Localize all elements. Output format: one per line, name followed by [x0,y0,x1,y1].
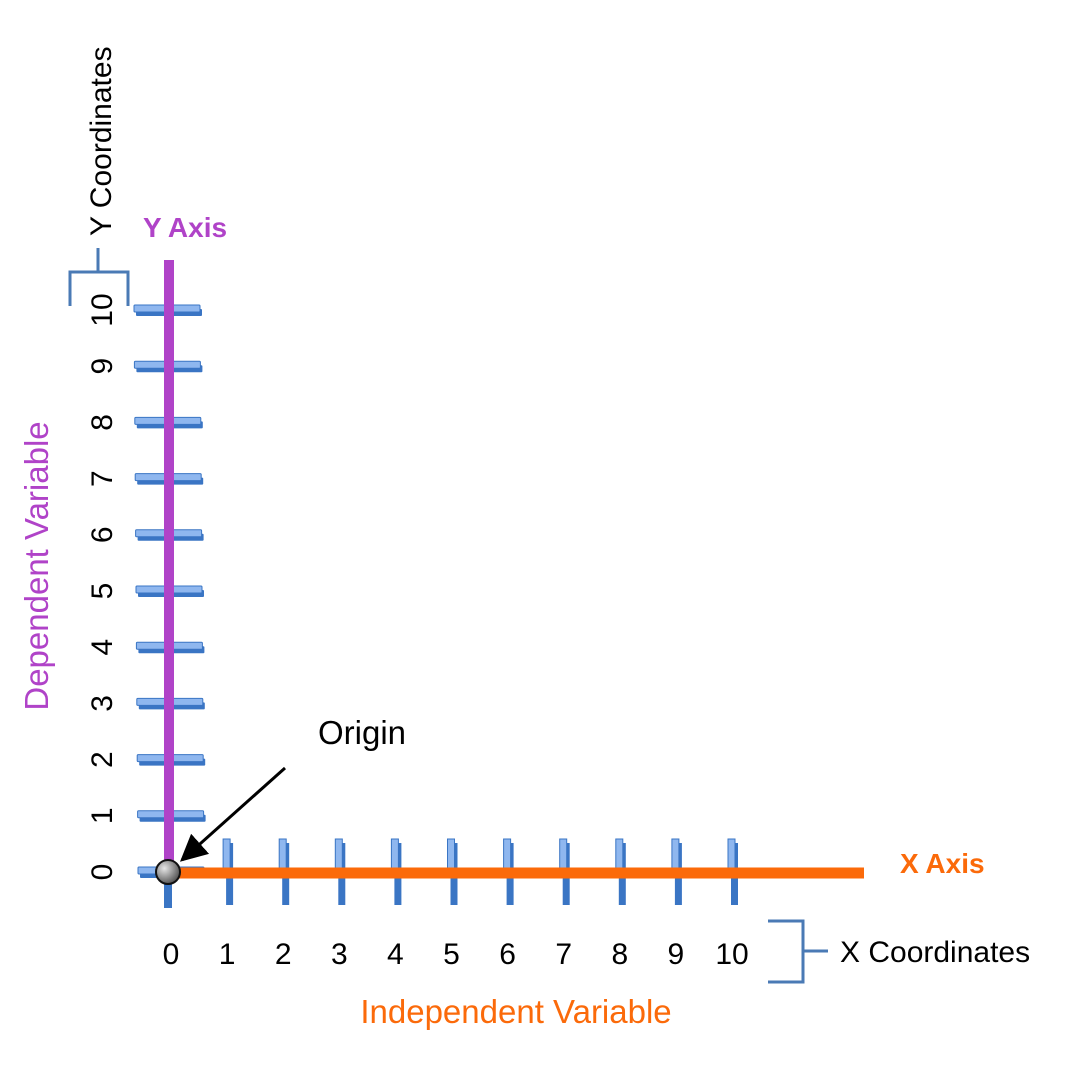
x-axis-title: X Axis [900,848,985,879]
y-tick-label: 8 [86,414,119,431]
x-tick-label: 3 [331,938,348,971]
x-tick-label: 10 [715,938,748,971]
y-tick-labels: 0 1 2 3 4 5 6 7 8 9 10 [86,293,119,880]
y-coordinates-label: Y Coordinates [85,46,118,236]
x-tick-label: 7 [555,938,572,971]
y-tick-label: 2 [86,751,119,768]
y-tick-label: 7 [86,470,119,487]
y-tick-label: 9 [86,358,119,375]
x-tick-label: 4 [387,938,404,971]
y-tick-label: 3 [86,695,119,712]
x-tick-label: 6 [499,938,516,971]
origin-arrow [179,766,286,862]
x-tick-label: 9 [668,938,685,971]
origin-point [155,859,181,885]
y-tick-label: 10 [86,293,119,326]
x-tick-label: 0 [163,938,180,971]
y-tick-label: 1 [86,807,119,824]
x-coordinates-bracket [768,919,828,984]
x-tick-label: 5 [443,938,460,971]
y-coordinates-bracket [68,248,130,306]
independent-variable-label: Independent Variable [360,993,671,1030]
x-coordinates-label: X Coordinates [840,936,1030,969]
y-tick-label: 5 [86,583,119,600]
y-axis-title: Y Axis [143,212,227,243]
y-tick-label: 6 [86,526,119,543]
x-tick-0 [164,878,172,908]
y-tick-label: 0 [86,864,119,881]
x-tick-label: 2 [275,938,292,971]
x-tick-labels: 0 1 2 3 4 5 6 7 8 9 10 [163,938,749,971]
dependent-variable-label: Dependent Variable [18,421,55,710]
origin-label: Origin [318,714,406,751]
x-tick-label: 1 [219,938,236,971]
y-tick-label: 4 [86,639,119,656]
x-tick-label: 8 [611,938,628,971]
